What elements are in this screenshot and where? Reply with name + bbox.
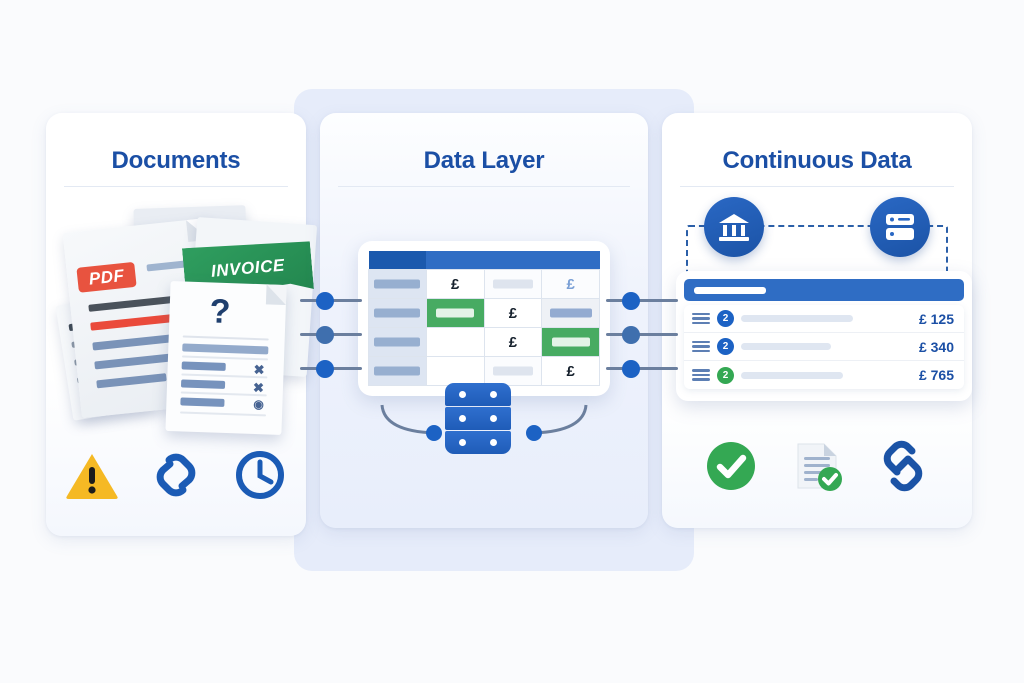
- grid-header-cell: [541, 251, 600, 270]
- panel-divider: [680, 186, 954, 187]
- page-fold-corner: [265, 284, 287, 306]
- dot-mark-icon: ◉: [253, 396, 265, 412]
- grid-cell[interactable]: £: [541, 356, 600, 386]
- cell-placeholder-bar: [374, 308, 421, 318]
- bank-icon[interactable]: [704, 197, 764, 257]
- highlighted-cell-bar: [551, 337, 590, 347]
- cell-placeholder-bar: [492, 279, 533, 289]
- connector-dot-3[interactable]: [316, 360, 334, 378]
- connector-line: [606, 367, 678, 370]
- currency-cell: £: [566, 275, 575, 293]
- list-lines-icon: [692, 369, 710, 381]
- warning-triangle-icon[interactable]: [64, 450, 120, 505]
- grid-cell[interactable]: [483, 269, 543, 300]
- connector-line: [606, 299, 678, 302]
- list-lines-icon: [692, 312, 710, 325]
- connector-dot-2[interactable]: [316, 326, 334, 344]
- list-item[interactable]: 2 £ 340: [684, 333, 964, 361]
- grid-cell[interactable]: £: [483, 327, 543, 358]
- data-grid: £££££: [368, 251, 600, 386]
- row-amount: £ 340: [918, 338, 954, 355]
- row-placeholder-bar: [741, 343, 831, 350]
- currency-cell: £: [566, 362, 575, 380]
- row-placeholder-bar: [741, 371, 843, 379]
- status-badge: 2: [717, 310, 734, 327]
- panel-title-continuous-data: Continuous Data: [722, 147, 912, 174]
- connector-dot-4[interactable]: [622, 292, 640, 310]
- grid-header-cell: [426, 251, 484, 270]
- db-connector-curves: [380, 404, 588, 441]
- grid-cell[interactable]: [368, 356, 427, 386]
- grid-header-cell: [484, 251, 542, 270]
- x-mark-icon: ✖: [253, 361, 265, 378]
- panel-divider: [64, 186, 288, 187]
- grid-header-cell: [368, 251, 427, 270]
- grid-cell[interactable]: [368, 327, 427, 358]
- grid-row[interactable]: ££: [368, 269, 600, 300]
- continuous-status-icons: [662, 439, 972, 498]
- grid-cell[interactable]: [368, 269, 427, 300]
- database-stack-icon[interactable]: [445, 383, 511, 455]
- card-header: [684, 279, 964, 301]
- grid-row[interactable]: £: [368, 298, 600, 329]
- connector-dot-6[interactable]: [622, 360, 640, 378]
- spreadsheet-table[interactable]: £££££: [358, 241, 610, 396]
- grid-cell[interactable]: [425, 356, 485, 386]
- list-item[interactable]: 2 £ 765: [684, 361, 964, 389]
- transaction-list: 2 £ 125 2 £ 340 2 £ 765: [684, 305, 964, 389]
- documents-status-icons: [46, 449, 306, 506]
- pdf-badge: PDF: [76, 261, 137, 293]
- status-badge: 2: [717, 366, 734, 384]
- x-mark-icon: ✖: [252, 379, 265, 396]
- cell-placeholder-bar: [374, 337, 421, 347]
- list-lines-icon: [692, 340, 710, 353]
- grid-cell[interactable]: [541, 327, 600, 358]
- server-icon[interactable]: [870, 197, 930, 257]
- panel-title-data-layer: Data Layer: [423, 147, 545, 174]
- unknown-document[interactable]: ? ✖ ✖ ◉: [165, 281, 287, 435]
- connector-line: [606, 333, 678, 336]
- grid-row[interactable]: £: [368, 327, 600, 358]
- cell-placeholder-bar: [492, 366, 533, 376]
- broken-link-icon[interactable]: [148, 450, 204, 505]
- row-amount: £ 125: [918, 310, 954, 327]
- transactions-card[interactable]: 2 £ 125 2 £ 340 2 £ 765: [676, 271, 972, 401]
- document-stack: PDF £ INVOICE ?: [55, 201, 318, 435]
- panel-continuous-data[interactable]: Continuous Data: [662, 113, 972, 528]
- connector-dot-1[interactable]: [316, 292, 334, 310]
- list-item[interactable]: 2 £ 125: [684, 305, 964, 333]
- highlighted-cell-bar: [436, 308, 475, 318]
- currency-cell: £: [508, 304, 518, 322]
- grid-cell[interactable]: £: [425, 269, 485, 300]
- grid-cell[interactable]: [483, 356, 543, 386]
- connector-dot-5[interactable]: [622, 326, 640, 344]
- check-circle-icon[interactable]: [702, 439, 760, 498]
- row-placeholder-bar: [741, 315, 853, 322]
- verified-document-icon[interactable]: [788, 439, 846, 498]
- panel-title-documents: Documents: [111, 147, 241, 174]
- card-header-placeholder: [694, 286, 766, 294]
- grid-row[interactable]: £: [368, 356, 600, 386]
- grid-cell[interactable]: £: [483, 298, 543, 329]
- cell-placeholder-bar: [374, 279, 421, 289]
- grid-cell[interactable]: £: [541, 269, 600, 300]
- grid-cell[interactable]: [368, 298, 427, 329]
- grid-cell[interactable]: [425, 327, 485, 358]
- panel-documents[interactable]: Documents PDF £: [46, 113, 318, 536]
- grid-cell[interactable]: [425, 298, 485, 329]
- connected-link-icon[interactable]: [874, 439, 932, 498]
- panel-divider: [338, 186, 630, 187]
- clock-icon[interactable]: [232, 449, 288, 506]
- currency-cell: £: [450, 275, 460, 293]
- grid-cell[interactable]: [541, 298, 600, 329]
- cell-placeholder-bar: [374, 366, 421, 376]
- status-badge: 2: [717, 338, 734, 355]
- cell-placeholder-bar: [549, 308, 592, 318]
- panel-data-layer[interactable]: Data Layer £££££: [320, 113, 648, 528]
- currency-cell: £: [508, 333, 518, 351]
- row-amount: £ 765: [918, 367, 954, 383]
- grid-header-row: [368, 251, 600, 270]
- question-mark-icon: ?: [208, 292, 232, 332]
